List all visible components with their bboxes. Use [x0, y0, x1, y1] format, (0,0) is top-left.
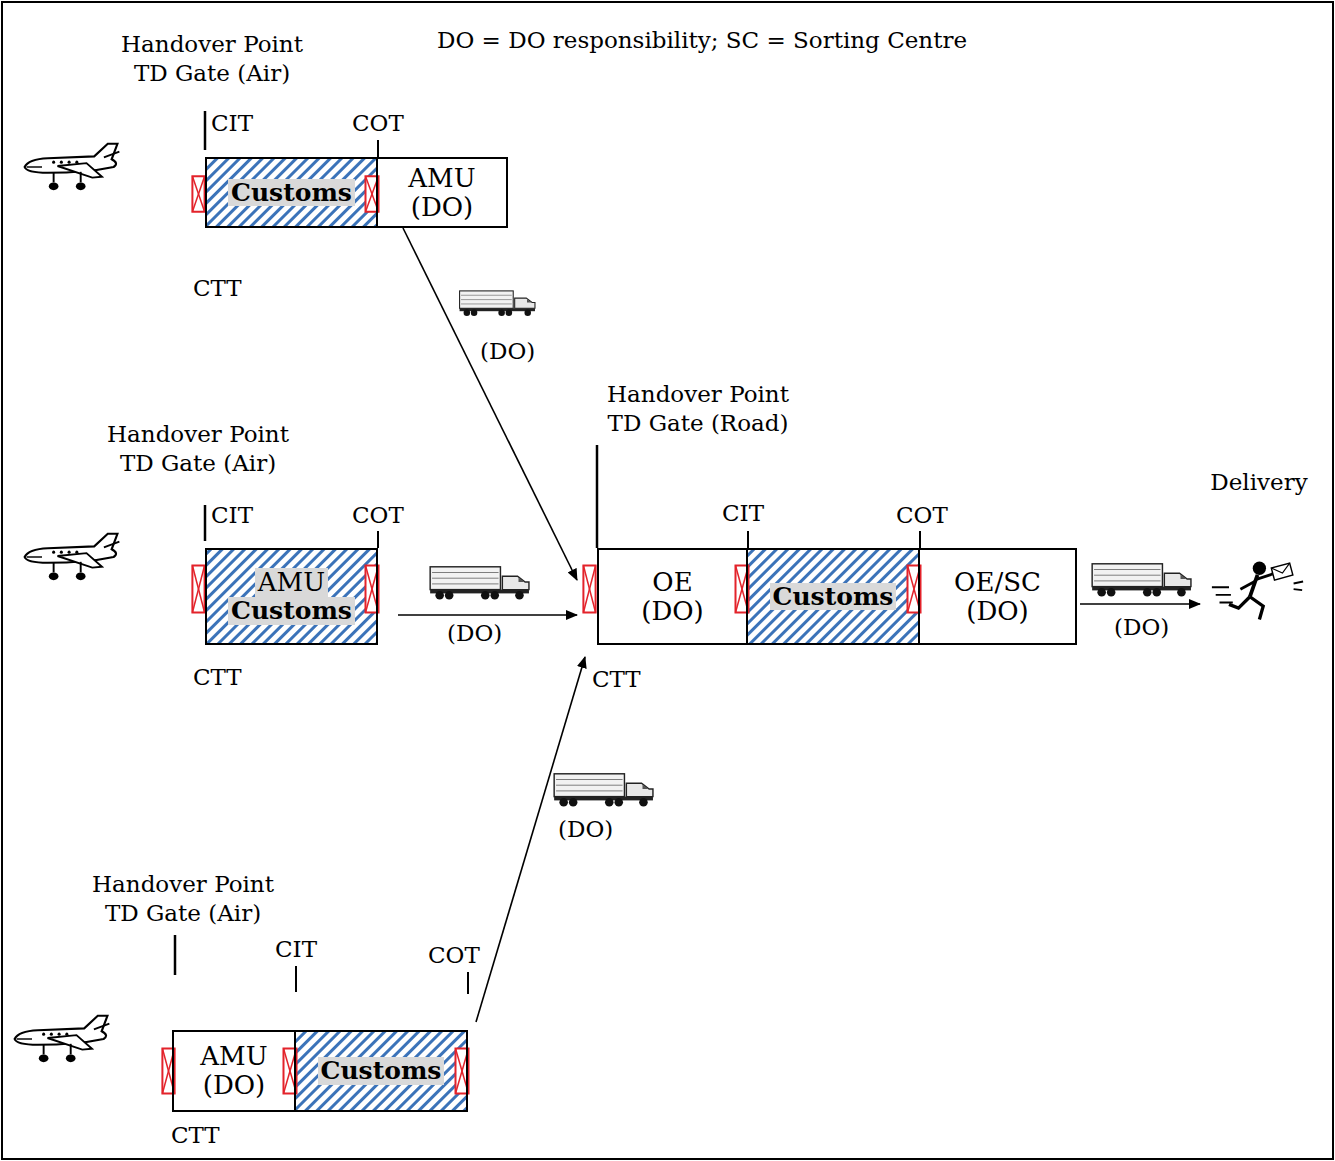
- box-text: Delivery: [1210, 470, 1307, 495]
- abbreviation-note: DO = DO responsibility; SC = Sorting Cen…: [437, 27, 967, 53]
- handover-tick: [596, 445, 599, 548]
- edge-label: (DO): [445, 620, 504, 646]
- checkpoint-marker: [192, 176, 204, 212]
- checkpoint-tick: [919, 531, 921, 548]
- truck-icon: [430, 567, 529, 600]
- sorting-box: OE/SC (DO): [920, 548, 1077, 645]
- amu-box: AMU (DO): [172, 1030, 296, 1112]
- checkpoint-tick: [467, 972, 469, 994]
- oe-box: OE (DO): [597, 548, 748, 645]
- checkpoint-label: COT: [896, 502, 948, 528]
- handover-label: Handover Point TD Gate (Road): [595, 380, 802, 438]
- delivery-point: Delivery: [1200, 466, 1318, 626]
- box-text: Customs: [318, 1057, 445, 1085]
- checkpoint-marker: [192, 566, 204, 613]
- checkpoint-label: COT: [352, 110, 404, 136]
- box-text: AMU (DO): [408, 164, 475, 221]
- box-text: Customs: [228, 597, 355, 625]
- checkpoint-tick: [377, 531, 379, 548]
- customs-hatching: [205, 157, 378, 228]
- customs-hatching: [748, 548, 920, 645]
- checkpoint-tick: [747, 531, 749, 548]
- checkpoint-label: CTT: [193, 664, 242, 690]
- checkpoint-tick: [377, 140, 379, 157]
- box-text: AMU (DO): [200, 1042, 267, 1099]
- handover-tick: [174, 935, 177, 975]
- box-text: Customs: [770, 583, 897, 611]
- box-text: OE (DO): [641, 568, 703, 625]
- flow-arrow: [403, 228, 577, 580]
- customs-hatching: [296, 1030, 468, 1112]
- checkpoint-label: CIT: [211, 110, 253, 136]
- checkpoint-label: CIT: [211, 502, 253, 528]
- airplane-icon: [25, 144, 120, 190]
- handover-label: Handover Point TD Gate (Air): [80, 870, 287, 928]
- checkpoint-label: CTT: [193, 275, 242, 301]
- courier-figure: [1212, 562, 1303, 620]
- box-text: OE/SC (DO): [954, 568, 1041, 625]
- checkpoint-label: CTT: [171, 1122, 220, 1148]
- checkpoint-label: COT: [428, 942, 480, 968]
- checkpoint-label: CIT: [722, 500, 764, 526]
- customs-hatching: [205, 548, 378, 645]
- amu-box: AMU (DO): [378, 157, 508, 228]
- box-text: Customs: [228, 179, 355, 207]
- handover-tick: [204, 505, 207, 541]
- truck-icon: [1092, 564, 1191, 597]
- edge-label: (DO): [556, 816, 615, 842]
- checkpoint-label: CIT: [275, 936, 317, 962]
- truck-icon: [460, 291, 535, 316]
- airplane-icon: [15, 1016, 110, 1062]
- airplane-icon: [25, 534, 120, 580]
- handover-tick: [204, 111, 207, 150]
- checkpoint-label: CTT: [592, 666, 641, 692]
- truck-icon: [554, 774, 653, 807]
- checkpoint-label: COT: [352, 502, 404, 528]
- customs-box: AMUCustoms: [205, 548, 378, 645]
- box-text: AMU: [255, 568, 328, 597]
- edge-label: (DO): [478, 338, 537, 364]
- handover-label: Handover Point TD Gate (Air): [109, 30, 316, 88]
- customs-box: Customs: [296, 1030, 468, 1112]
- customs-box: Customs: [748, 548, 920, 645]
- edge-label: (DO): [1112, 614, 1171, 640]
- flow-arrow: [1080, 603, 1200, 605]
- checkpoint-marker: [583, 566, 595, 613]
- checkpoint-tick: [295, 966, 297, 992]
- handover-label: Handover Point TD Gate (Air): [95, 420, 302, 478]
- flow-arrow: [398, 614, 577, 616]
- customs-box: Customs: [205, 157, 378, 228]
